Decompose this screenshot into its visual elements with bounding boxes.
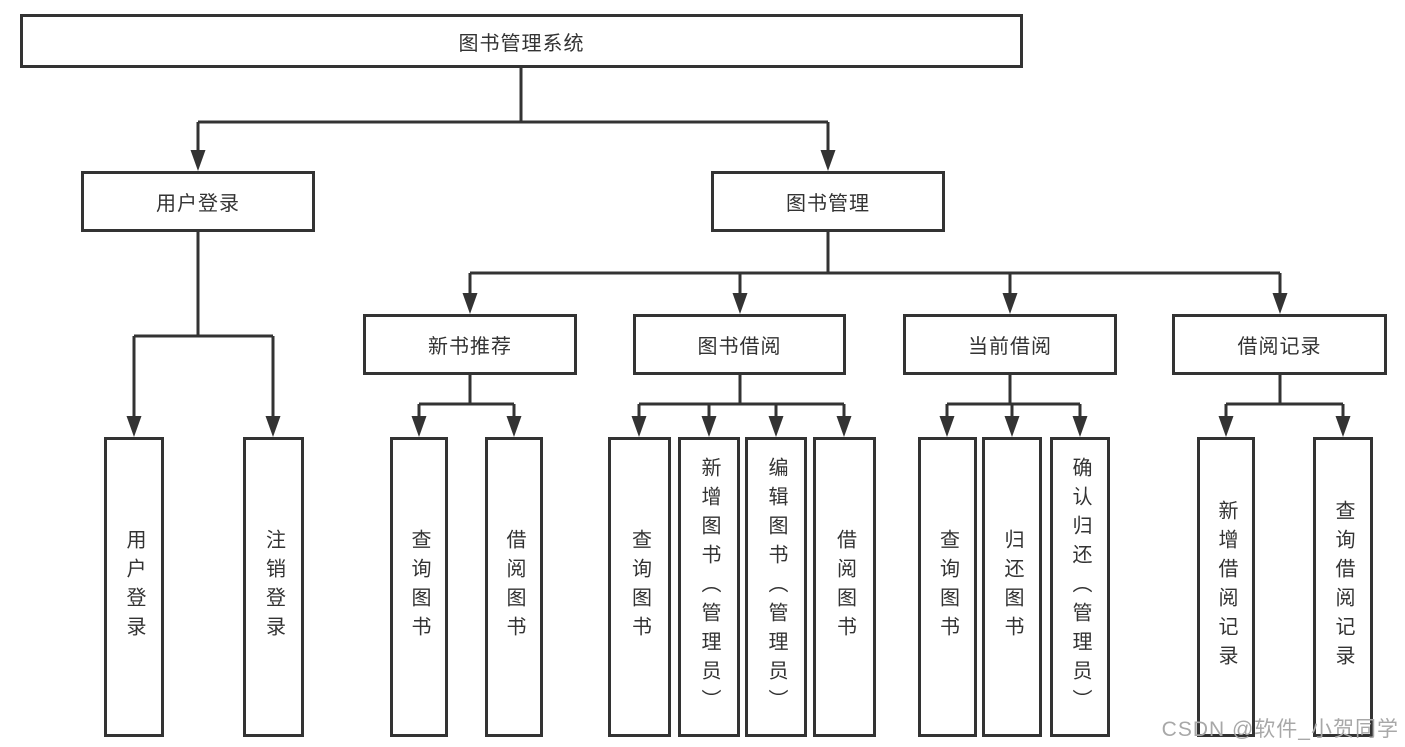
- leaf-records-query-record: 查询借阅记录: [1313, 437, 1373, 737]
- leaf-newbooks-query-book-label: 查询图书: [408, 529, 430, 645]
- leaf-newbooks-borrow-book: 借阅图书: [485, 437, 543, 737]
- leaf-borrow-add-book-admin: 新增图书（管理员）: [678, 437, 740, 737]
- leaf-newbooks-query-book: 查询图书: [390, 437, 448, 737]
- leaf-user-login-label: 用户登录: [123, 529, 145, 645]
- leaf-current-confirm-return-admin-label: 确认归还（管理员）: [1069, 456, 1091, 718]
- node-new-book-recommend: 新书推荐: [363, 314, 577, 375]
- leaf-current-query-book: 查询图书: [918, 437, 977, 737]
- leaf-borrow-edit-book-admin-label: 编辑图书（管理员）: [765, 456, 787, 718]
- leaf-records-add-record: 新增借阅记录: [1197, 437, 1255, 737]
- leaf-current-query-book-label: 查询图书: [936, 529, 959, 645]
- leaf-user-login: 用户登录: [104, 437, 164, 737]
- node-borrowing-records: 借阅记录: [1172, 314, 1387, 375]
- leaf-records-add-record-label: 新增借阅记录: [1215, 500, 1237, 674]
- leaf-logout-label: 注销登录: [262, 529, 285, 645]
- leaf-borrow-edit-book-admin: 编辑图书（管理员）: [745, 437, 807, 737]
- node-book-management: 图书管理: [711, 171, 945, 232]
- leaf-newbooks-borrow-book-label: 借阅图书: [503, 529, 525, 645]
- leaf-borrow-borrow-book-label: 借阅图书: [833, 529, 856, 645]
- leaf-borrow-query-book-label: 查询图书: [628, 529, 651, 645]
- leaf-current-return-book-label: 归还图书: [1001, 529, 1023, 645]
- node-user-login: 用户登录: [81, 171, 315, 232]
- leaf-borrow-query-book: 查询图书: [608, 437, 671, 737]
- leaf-current-confirm-return-admin: 确认归还（管理员）: [1050, 437, 1110, 737]
- leaf-records-query-record-label: 查询借阅记录: [1332, 500, 1354, 674]
- leaf-logout: 注销登录: [243, 437, 304, 737]
- node-root-system: 图书管理系统: [20, 14, 1023, 68]
- node-book-borrowing: 图书借阅: [633, 314, 846, 375]
- node-current-borrowing: 当前借阅: [903, 314, 1117, 375]
- leaf-borrow-add-book-admin-label: 新增图书（管理员）: [698, 456, 720, 718]
- leaf-borrow-borrow-book: 借阅图书: [813, 437, 876, 737]
- csdn-watermark: CSDN @软件_小贺同学: [1161, 718, 1399, 741]
- leaf-current-return-book: 归还图书: [982, 437, 1042, 737]
